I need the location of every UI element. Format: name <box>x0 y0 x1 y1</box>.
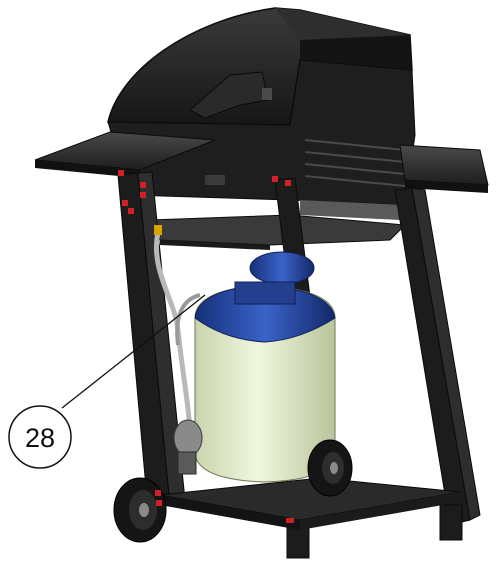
grill-lid <box>107 7 413 126</box>
screw-icon <box>272 176 278 182</box>
gas-hose <box>154 225 201 431</box>
callout-28: 28 <box>8 405 72 469</box>
wheel-icon <box>113 477 167 543</box>
callout-leader-line <box>61 294 206 409</box>
burner-tray <box>149 200 407 250</box>
wheel-icon <box>307 439 353 497</box>
lid-handle-icon <box>262 88 272 100</box>
screw-icon <box>140 182 146 188</box>
callout-number: 28 <box>25 423 55 453</box>
screw-icon <box>156 500 162 506</box>
screw-icon <box>285 180 291 186</box>
gas-bottle-icon <box>194 251 336 483</box>
bottom-shelf <box>159 477 461 530</box>
firebox <box>107 59 416 206</box>
screw-icon <box>140 192 146 198</box>
side-shelf-right <box>399 144 489 193</box>
screw-icon <box>122 200 128 206</box>
screw-icon <box>155 490 161 496</box>
side-shelf-left <box>34 131 216 178</box>
screw-icon <box>118 170 124 176</box>
regulator-icon <box>173 419 203 475</box>
fasteners <box>118 170 291 506</box>
screw-icon <box>128 208 134 214</box>
control-knob-icon <box>205 175 225 185</box>
screw-icon <box>286 518 294 523</box>
